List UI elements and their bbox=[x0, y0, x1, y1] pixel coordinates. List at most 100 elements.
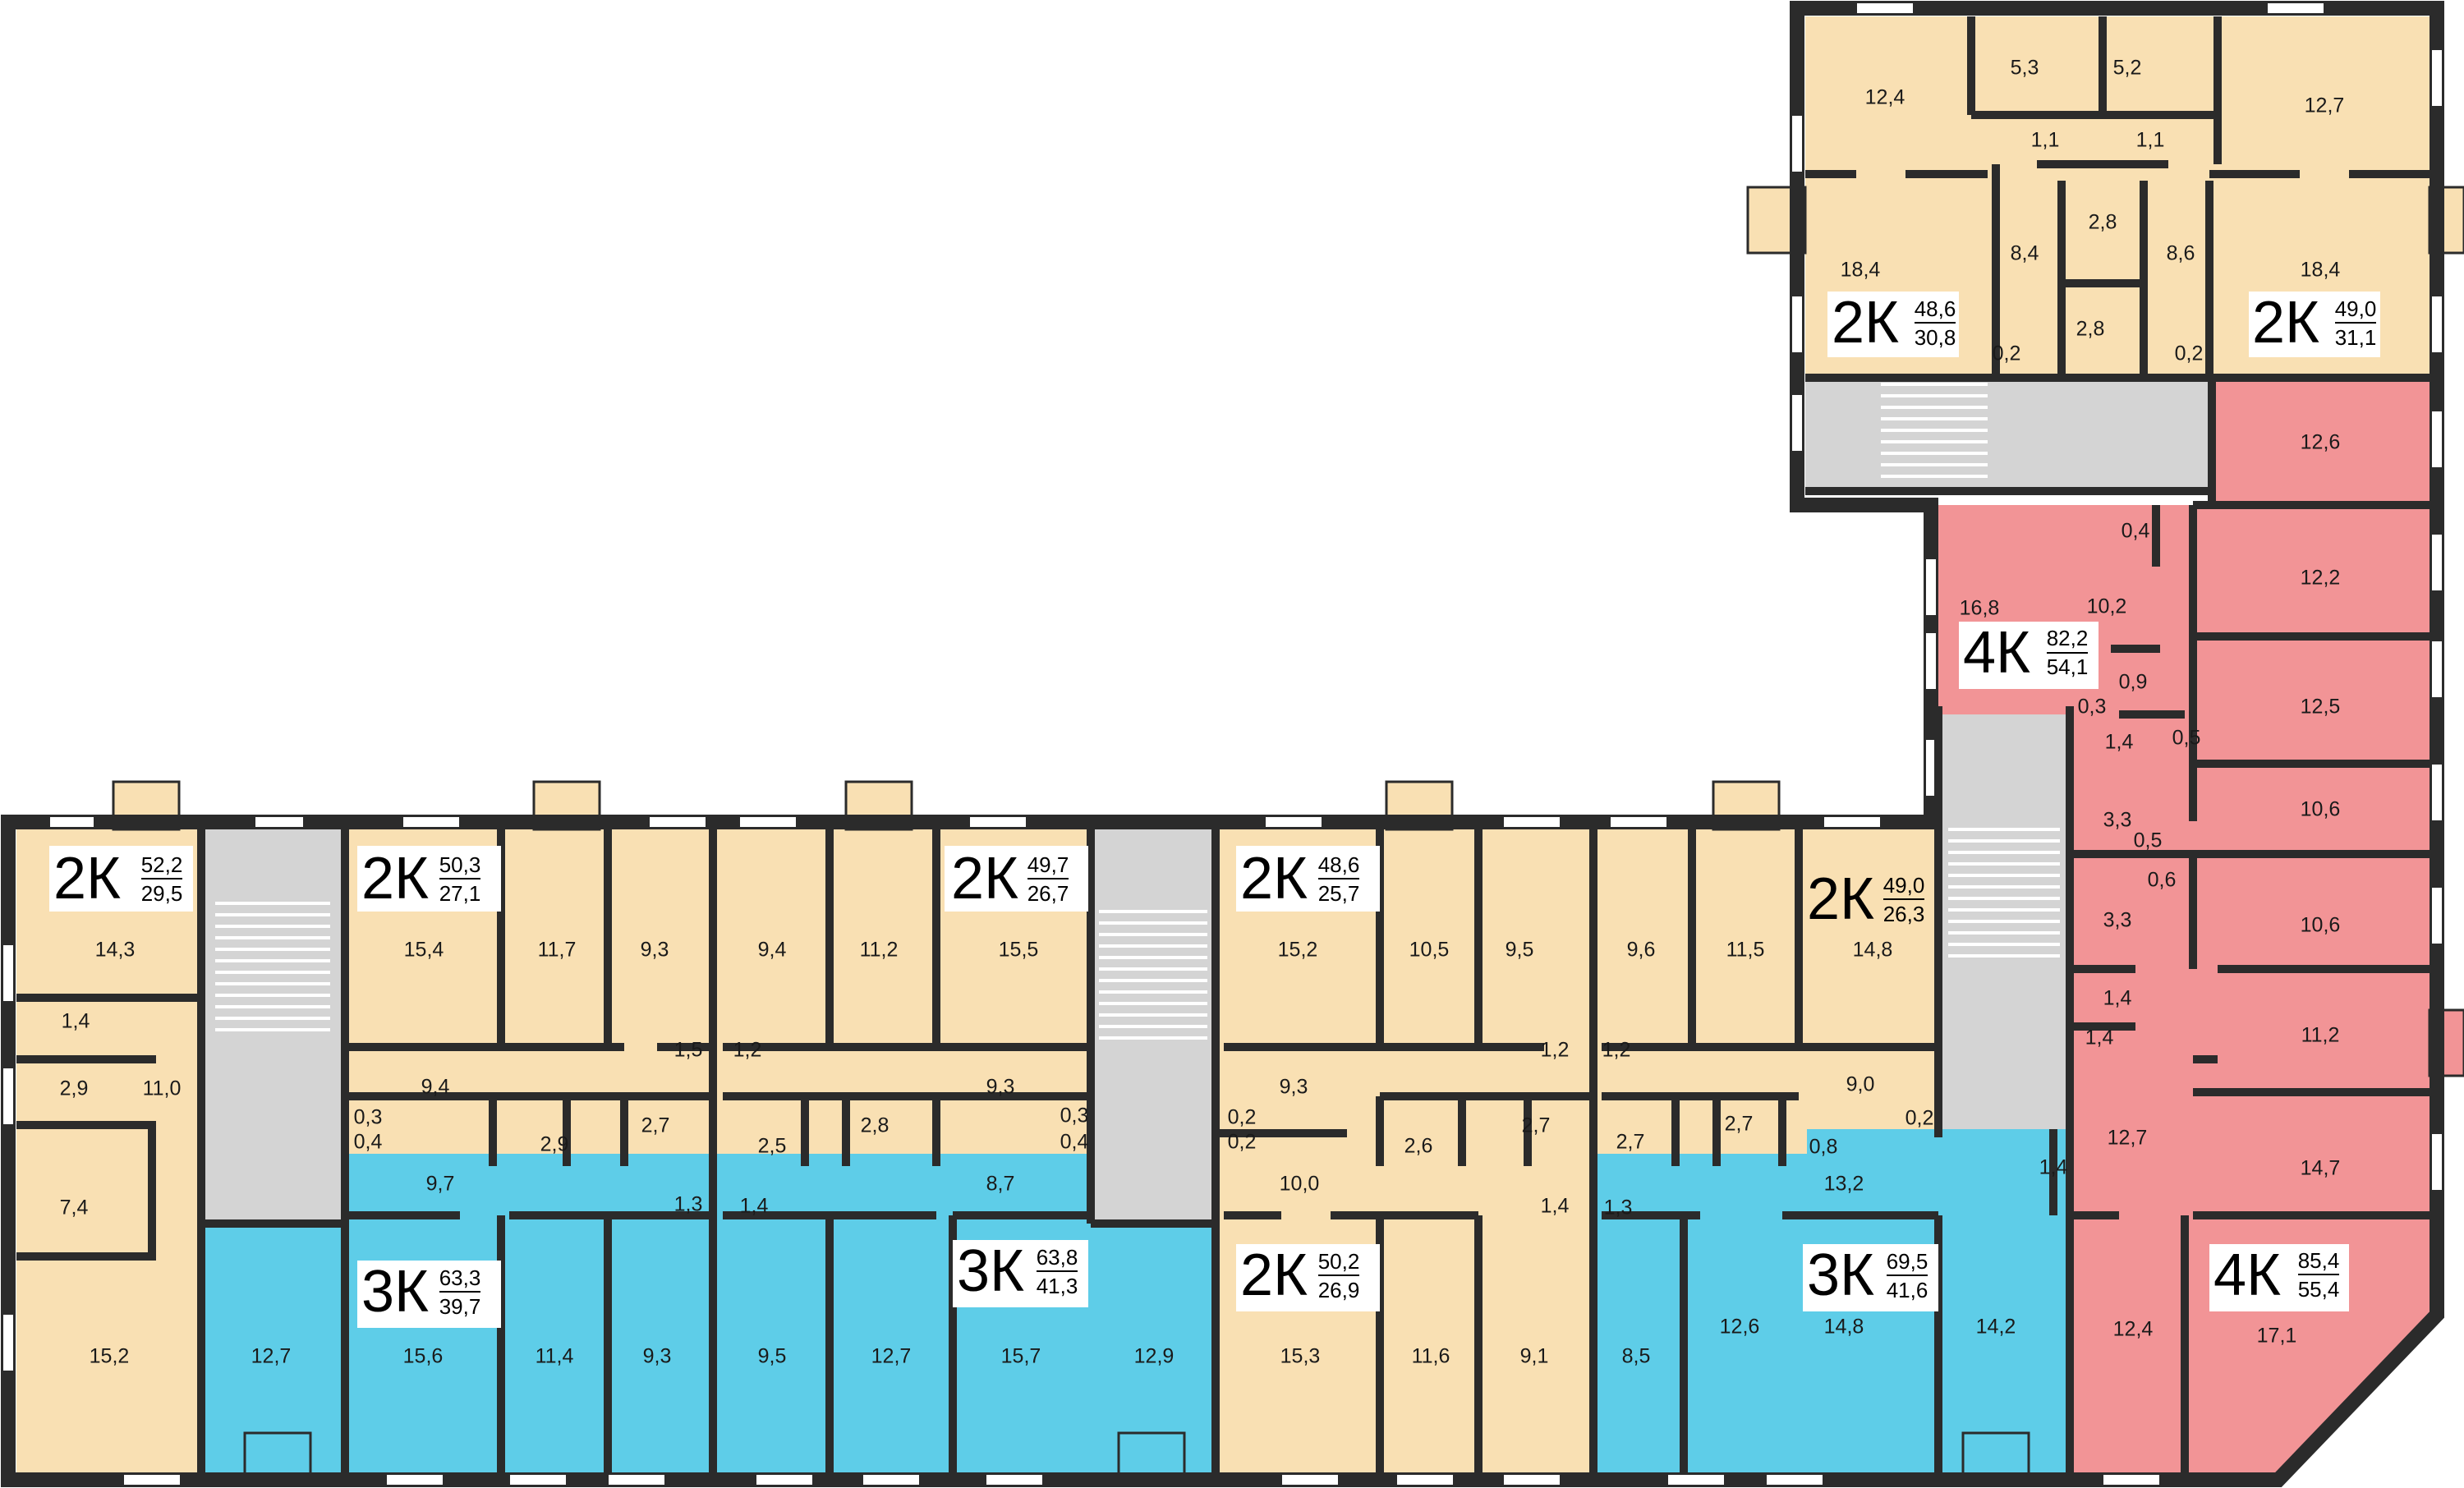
apartment-type: 3К bbox=[957, 1238, 1024, 1304]
apartment-living-area: 41,3 bbox=[1037, 1274, 1078, 1298]
room-area: 2,7 bbox=[641, 1114, 670, 1137]
apartment-living-area: 26,7 bbox=[1027, 881, 1069, 906]
room-area: 2,8 bbox=[2076, 318, 2105, 341]
room-area: 2,6 bbox=[1404, 1135, 1433, 1158]
room-area: 2,8 bbox=[2089, 211, 2117, 234]
window bbox=[122, 1473, 182, 1486]
room-area: 0,4 bbox=[354, 1131, 383, 1154]
room-area: 1,4 bbox=[1541, 1195, 1570, 1218]
apartment-type: 2К bbox=[1240, 1242, 1308, 1308]
window bbox=[2102, 1473, 2161, 1486]
room-area: 10,6 bbox=[2301, 798, 2341, 821]
room-area: 0,4 bbox=[2122, 520, 2150, 543]
apartment-type: 2К bbox=[951, 846, 1018, 912]
apartment-label: 4К 82,2 54,1 bbox=[1959, 620, 2099, 689]
room-area: 0,2 bbox=[2175, 342, 2204, 365]
apartment-label: 2К 52,2 29,5 bbox=[49, 846, 193, 912]
apartment-2k-5-fill[interactable] bbox=[1216, 1154, 1593, 1474]
apartment-4k-lower-fill[interactable] bbox=[2070, 846, 2430, 1477]
apartment-4k-upper-fill[interactable] bbox=[1938, 378, 2430, 846]
apartment-total-area: 63,8 bbox=[1037, 1245, 1078, 1270]
apartment-label: 2К 48,6 25,7 bbox=[1236, 846, 1380, 912]
room-area: 1,2 bbox=[733, 1039, 762, 1062]
apartment-type: 4К bbox=[1963, 620, 2030, 686]
apartment-total-area: 82,2 bbox=[2047, 626, 2089, 650]
room-area: 0,2 bbox=[1905, 1107, 1934, 1130]
room-area: 2,7 bbox=[1522, 1114, 1551, 1137]
apartment-living-area: 55,4 bbox=[2298, 1277, 2340, 1302]
apartment-3k-2-fill[interactable] bbox=[713, 1154, 1216, 1474]
room-area: 9,3 bbox=[986, 1076, 1015, 1099]
window bbox=[385, 1473, 444, 1486]
room-area: 1,4 bbox=[2039, 1156, 2068, 1179]
window bbox=[2266, 2, 2325, 15]
apartment-living-area: 27,1 bbox=[439, 881, 481, 906]
apartment-type: 2К bbox=[1832, 290, 1899, 356]
window bbox=[2, 1067, 15, 1126]
room-area: 1,1 bbox=[2031, 129, 2060, 152]
apartment-label: 3К 63,3 39,7 bbox=[357, 1259, 501, 1328]
window bbox=[1855, 2, 1915, 15]
inner-walls bbox=[16, 16, 2430, 1477]
apartment-type: 2К bbox=[53, 846, 121, 912]
apartment-total-area: 49,0 bbox=[2335, 296, 2377, 321]
stairs-top bbox=[1881, 383, 1988, 478]
room-area: 1,4 bbox=[2085, 1026, 2114, 1049]
apartment-label: 2К 50,3 27,1 bbox=[357, 846, 501, 912]
room-area: 0,8 bbox=[1809, 1136, 1838, 1159]
room-area: 0,3 bbox=[2078, 696, 2107, 719]
window bbox=[508, 1473, 568, 1486]
room-area: 18,4 bbox=[2301, 259, 2341, 282]
room-area: 0,2 bbox=[1993, 342, 2021, 365]
room-area: 9,5 bbox=[1506, 939, 1534, 962]
stairwell-1-fill bbox=[201, 829, 345, 1224]
apartment-label: 2К 49,7 26,7 bbox=[945, 846, 1088, 912]
window bbox=[607, 1473, 666, 1486]
room-area: 1,1 bbox=[2136, 129, 2165, 152]
apartment-total-area: 63,3 bbox=[439, 1265, 481, 1290]
window bbox=[1924, 558, 1938, 617]
window bbox=[1924, 631, 1938, 691]
room-area: 13,2 bbox=[1824, 1173, 1864, 1196]
room-area: 9,6 bbox=[1627, 939, 1656, 962]
room-area: 9,4 bbox=[421, 1076, 450, 1099]
room-area: 8,4 bbox=[2011, 242, 2039, 265]
apartment-label: 4К 85,4 55,4 bbox=[2209, 1242, 2349, 1311]
room-area: 2,9 bbox=[540, 1133, 569, 1156]
room-area: 1,4 bbox=[62, 1010, 90, 1033]
apartment-total-area: 50,3 bbox=[439, 852, 481, 877]
room-area: 11,4 bbox=[536, 1345, 574, 1368]
room-area: 2,7 bbox=[1616, 1131, 1645, 1154]
apartment-living-area: 31,1 bbox=[2335, 325, 2377, 350]
apartment-total-area: 50,2 bbox=[1318, 1249, 1360, 1274]
apartment-living-area: 26,9 bbox=[1318, 1278, 1360, 1302]
apartment-2k-1-fill[interactable] bbox=[16, 829, 201, 1474]
room-area: 1,2 bbox=[1602, 1039, 1631, 1062]
room-area: 1,4 bbox=[2105, 731, 2134, 754]
room-area: 12,4 bbox=[1865, 86, 1905, 109]
apartment-label: 2К 48,6 30,8 bbox=[1827, 290, 1959, 357]
room-area: 5,2 bbox=[2113, 57, 2142, 80]
room-area: 5,3 bbox=[2011, 57, 2039, 80]
room-area: 3,3 bbox=[2103, 909, 2132, 932]
room-area: 10,6 bbox=[2301, 914, 2341, 937]
room-area: 11,2 bbox=[860, 939, 899, 962]
room-labels: 12,4 5,3 5,2 12,7 1,1 1,1 2,8 18,4 8,4 8… bbox=[60, 57, 2345, 1368]
room-area: 17,1 bbox=[2257, 1325, 2297, 1348]
room-area: 11,6 bbox=[1412, 1345, 1450, 1368]
room-area: 1,5 bbox=[674, 1039, 703, 1062]
stairs-right bbox=[1948, 828, 2060, 958]
room-area: 8,6 bbox=[2167, 242, 2195, 265]
apartment-total-area: 48,6 bbox=[1915, 296, 1956, 321]
room-area: 0,9 bbox=[2119, 671, 2148, 694]
room-area: 0,5 bbox=[2134, 829, 2163, 852]
window bbox=[2430, 763, 2443, 822]
room-area: 9,3 bbox=[1280, 1076, 1308, 1099]
apartment-living-area: 39,7 bbox=[439, 1294, 481, 1319]
window bbox=[738, 815, 798, 829]
room-area: 11,5 bbox=[1726, 939, 1765, 962]
window bbox=[1765, 1473, 1824, 1486]
apartment-total-area: 49,7 bbox=[1027, 852, 1069, 877]
stairs-1 bbox=[215, 902, 330, 1031]
